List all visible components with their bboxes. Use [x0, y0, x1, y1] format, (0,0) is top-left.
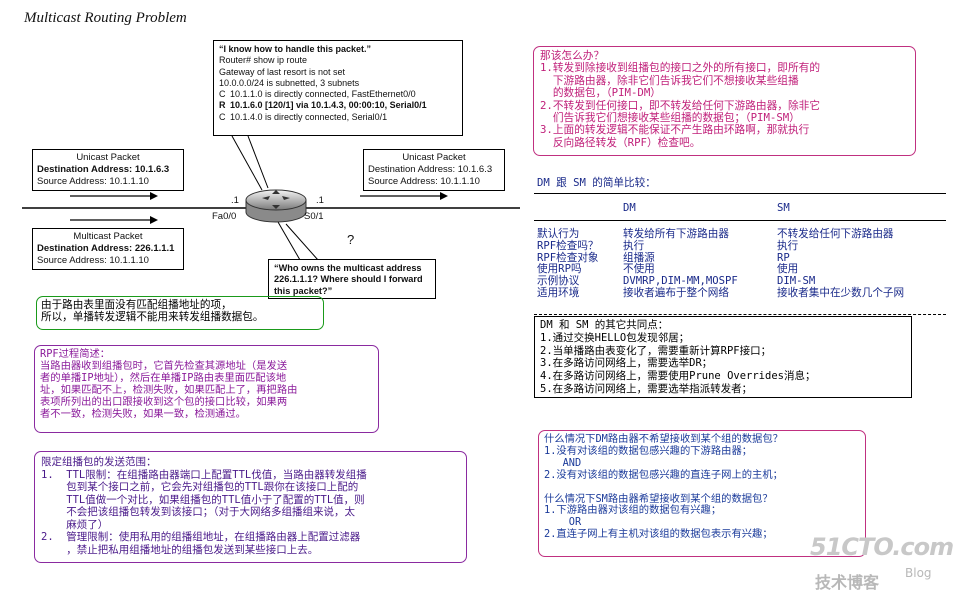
compare-sm: 接收者集中在少数几个子网: [777, 286, 905, 299]
if-left-name: Fa0/0: [212, 211, 237, 222]
compare-dm: 接收者遍布于整个网络: [623, 286, 729, 299]
compare-sm: 执行: [777, 239, 799, 252]
rt-subnetted: 10.0.0.0/24 is subnetted, 3 subnets: [219, 77, 360, 88]
common-points: DM 和 SM 的其它共同点： 1.通过交换HELLO包发现邻居； 2.当单播路…: [534, 316, 912, 398]
compare-dm: 转发给所有下游路由器: [623, 228, 729, 240]
compare-key: 默认行为: [537, 228, 580, 240]
router-icon: [245, 189, 307, 223]
watermark-logo: 51CTO.com: [810, 533, 953, 561]
compare-mid-rule: [534, 220, 946, 221]
compare-sm: 不转发给任何下游路由器: [777, 228, 894, 240]
compare-keys: 默认行为 RPF检查吗？ RPF检查对象 使用RP吗 示例协议 适用环境: [537, 228, 599, 300]
compare-dm: 组播源: [623, 251, 655, 264]
compare-dm: 执行: [623, 239, 645, 252]
compare-sm-values: 不转发给任何下游路由器 执行 RP 使用 DIM-SM 接收者集中在少数几个子网: [777, 228, 905, 300]
compare-sm: RP: [777, 251, 790, 264]
when-note: 什么情况下DM路由器不希望接收到某个组的数据包？ 1.没有对该组的数据包感兴趣的…: [538, 430, 866, 557]
unicast-arrow-right: [360, 192, 448, 200]
rt-command: Router# show ip route: [219, 55, 308, 66]
compare-dm-values: 转发给所有下游路由器 执行 组播源 不使用 DVMRP,DIM-MM,MOSPF…: [623, 228, 738, 300]
if-right-name: S0/1: [304, 211, 324, 222]
compare-key: 使用RP吗: [537, 263, 582, 276]
unicast-packet-left: Unicast Packet Destination Address: 10.1…: [32, 149, 184, 191]
rpf-note: RPF过程简述： 当路由器收到组播包时，它首先检查其源地址（是发送 者的单播IP…: [34, 345, 379, 433]
compare-key: RPF检查吗？: [537, 239, 599, 252]
page-title: Multicast Routing Problem: [24, 10, 187, 26]
compare-key: RPF检查对象: [537, 251, 599, 264]
compare-top-rule: [534, 193, 946, 194]
rt-quote: “I know how to handle this packet.”: [219, 44, 372, 54]
multicast-arrow: [70, 216, 158, 224]
rt-gateway: Gateway of last resort is not set: [219, 66, 346, 77]
compare-col-dm: DM: [623, 202, 636, 214]
compare-key: 适用环境: [537, 286, 580, 299]
question-callout: “Who owns the multicast address 226.1.1.…: [268, 259, 436, 299]
compare-sm: DIM-SM: [777, 275, 816, 288]
compare-key: 示例协议: [537, 275, 580, 288]
watermark-blog: Blog: [905, 566, 932, 580]
if-left-address: .1: [231, 195, 239, 206]
compare-sm: 使用: [777, 263, 799, 276]
compare-col-sm: SM: [777, 202, 790, 214]
multicast-packet-left: Multicast Packet Destination Address: 22…: [32, 228, 184, 270]
limit-note: 限定组播包的发送范围： 1. TTL限制：在组播路由器端口上配置TTL伐值，当路…: [34, 451, 467, 563]
compare-dm: DVMRP,DIM-MM,MOSPF: [623, 275, 738, 288]
unicast-arrow-left: [70, 192, 158, 200]
compare-dm: 不使用: [623, 263, 655, 276]
routing-table-callout: “I know how to handle this packet.” Rout…: [213, 40, 463, 136]
green-note: 由于路由表里面没有匹配组播地址的项， 所以，单播转发逻辑不能用来转发组播数据包。: [36, 296, 324, 330]
compare-title: DM 跟 SM 的简单比较：: [537, 177, 656, 189]
watermark-sub: 技术博客: [815, 573, 880, 592]
if-right-address: .1: [316, 195, 324, 206]
question-mark: ?: [347, 232, 355, 247]
unicast-packet-right: Unicast Packet Destination Address: 10.1…: [363, 149, 505, 191]
compare-bottom-rule: [534, 314, 946, 315]
what-note: 那该怎么办？ 1.转发到除接收到组播包的接口之外的所有接口，即所有的 下游路由器…: [533, 46, 916, 156]
